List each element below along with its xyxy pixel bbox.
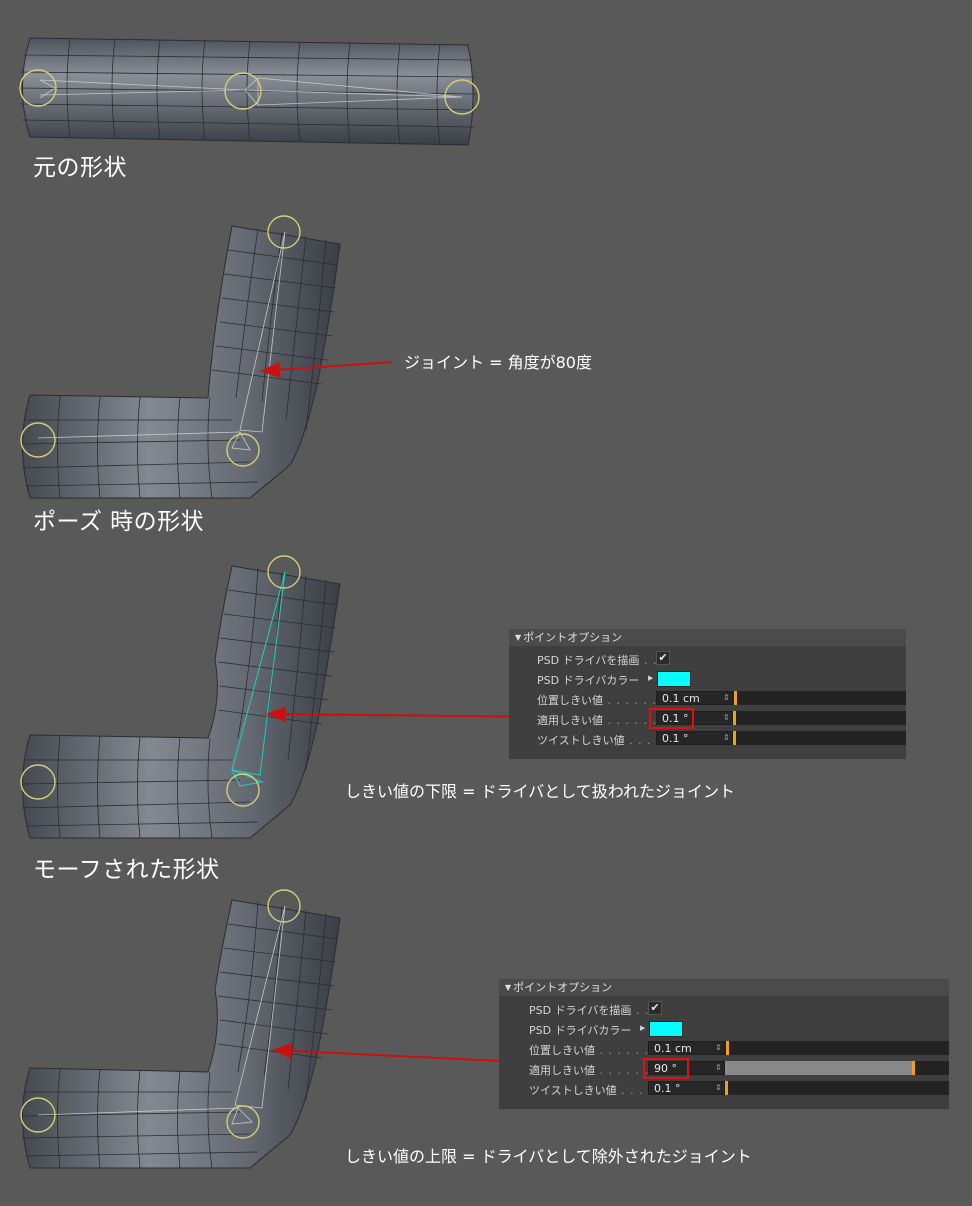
annotation-lower-limit: しきい値の下限 = ドライバとして扱われたジョイント [345,782,735,801]
joint-ring [20,555,301,807]
driver-color-swatch[interactable] [657,671,691,687]
slider-knob[interactable] [912,1061,915,1075]
stepper-icon[interactable]: ⇕ [723,713,730,722]
panel-header-label: ポイントオプション [523,631,623,644]
slider-knob[interactable] [726,1041,729,1055]
panel-header[interactable]: ▼ポイントオプション [499,979,949,996]
twist-threshold-slider[interactable] [725,1081,949,1095]
position-threshold-slider[interactable] [733,691,906,705]
original-tube-mesh [19,37,480,146]
point-options-panel-lower: ▼ポイントオプション PSD ドライバを描画 . . ✔ PSD ドライバカラー… [509,629,906,759]
caption-original-shape: 元の形状 [33,155,127,181]
panel-header-label: ポイントオプション [513,981,613,994]
draw-driver-label: PSD ドライバを描画 . . [529,1004,650,1017]
row-twist-threshold: ツイストしきい値 . . . . 0.1 ° ⇕ [509,729,906,749]
twist-threshold-label: ツイストしきい値 . . . . [537,734,661,747]
twist-threshold-label: ツイストしきい値 . . . . [529,1084,653,1097]
stepper-icon[interactable]: ⇕ [715,1043,722,1052]
draw-driver-label: PSD ドライバを描画 . . [537,654,658,667]
stepper-icon[interactable]: ⇕ [723,693,730,702]
slider-fill [725,1061,912,1075]
collapse-triangle-icon[interactable]: ▼ [505,983,512,992]
position-threshold-label: 位置しきい値 . . . . . . . . [537,694,675,707]
position-threshold-slider[interactable] [725,1041,949,1055]
twist-threshold-field[interactable]: 0.1 ° [656,731,733,745]
joint-ring [20,215,301,467]
position-threshold-label: 位置しきい値 . . . . . . . . [529,1044,667,1057]
excluded-tube-mesh [20,889,341,1169]
row-driver-color: PSD ドライバカラー ▶ [499,1019,949,1039]
draw-driver-checkbox[interactable]: ✔ [648,1001,662,1015]
row-twist-threshold: ツイストしきい値 . . . . 0.1 ° ⇕ [499,1079,949,1099]
applied-threshold-slider[interactable] [725,1061,949,1075]
position-threshold-field[interactable]: 0.1 cm [648,1041,725,1055]
caption-morphed-shape: モーフされた形状 [33,857,220,883]
swatch-expand-icon[interactable]: ▶ [640,1024,646,1032]
joint-ring [19,69,480,115]
stepper-icon[interactable]: ⇕ [715,1063,722,1072]
row-driver-color: PSD ドライバカラー ▶ [509,669,906,689]
applied-threshold-slider[interactable] [733,711,906,725]
posed-tube-mesh [20,215,341,499]
applied-threshold-field[interactable]: 0.1 ° [656,711,733,725]
row-applied-threshold: 適用しきい値 . . . . . . 0.1 ° ⇕ [509,708,906,729]
row-applied-threshold: 適用しきい値 . . . . . . 90 ° ⇕ [499,1058,949,1079]
twist-threshold-slider[interactable] [733,731,906,745]
collapse-triangle-icon[interactable]: ▼ [515,633,522,642]
slider-knob[interactable] [733,711,736,725]
point-options-panel-upper: ▼ポイントオプション PSD ドライバを描画 . . ✔ PSD ドライバカラー… [499,979,949,1109]
stepper-icon[interactable]: ⇕ [723,733,730,742]
row-position-threshold: 位置しきい値 . . . . . . . . 0.1 cm ⇕ [509,689,906,709]
applied-threshold-field[interactable]: 90 ° [648,1061,725,1075]
annotation-arrow [260,361,393,378]
applied-threshold-label: 適用しきい値 . . . . . . [529,1064,649,1077]
caption-posed-shape: ポーズ 時の形状 [33,509,205,535]
driver-color-label: PSD ドライバカラー [537,674,640,687]
driver-color-swatch[interactable] [649,1021,683,1037]
annotation-upper-limit: しきい値の上限 = ドライバとして除外されたジョイント [345,1147,752,1166]
morphed-tube-mesh [20,555,341,839]
driver-color-label: PSD ドライバカラー [529,1024,632,1037]
joint-ring [20,889,301,1139]
slider-knob[interactable] [733,731,736,745]
row-draw-driver: PSD ドライバを描画 . . ✔ [499,999,949,1019]
swatch-expand-icon[interactable]: ▶ [648,674,654,682]
highlight-box [643,1058,689,1079]
slider-knob[interactable] [734,691,737,705]
row-draw-driver: PSD ドライバを描画 . . ✔ [509,649,906,669]
position-threshold-field[interactable]: 0.1 cm [656,691,733,705]
highlight-box [649,708,694,729]
annotation-joint-angle: ジョイント = 角度が80度 [404,353,592,372]
stepper-icon[interactable]: ⇕ [715,1083,722,1092]
twist-threshold-field[interactable]: 0.1 ° [648,1081,725,1095]
slider-knob[interactable] [725,1081,728,1095]
row-position-threshold: 位置しきい値 . . . . . . . . 0.1 cm ⇕ [499,1039,949,1059]
panel-header[interactable]: ▼ポイントオプション [509,629,906,646]
draw-driver-checkbox[interactable]: ✔ [656,651,670,665]
applied-threshold-label: 適用しきい値 . . . . . . [537,714,657,727]
